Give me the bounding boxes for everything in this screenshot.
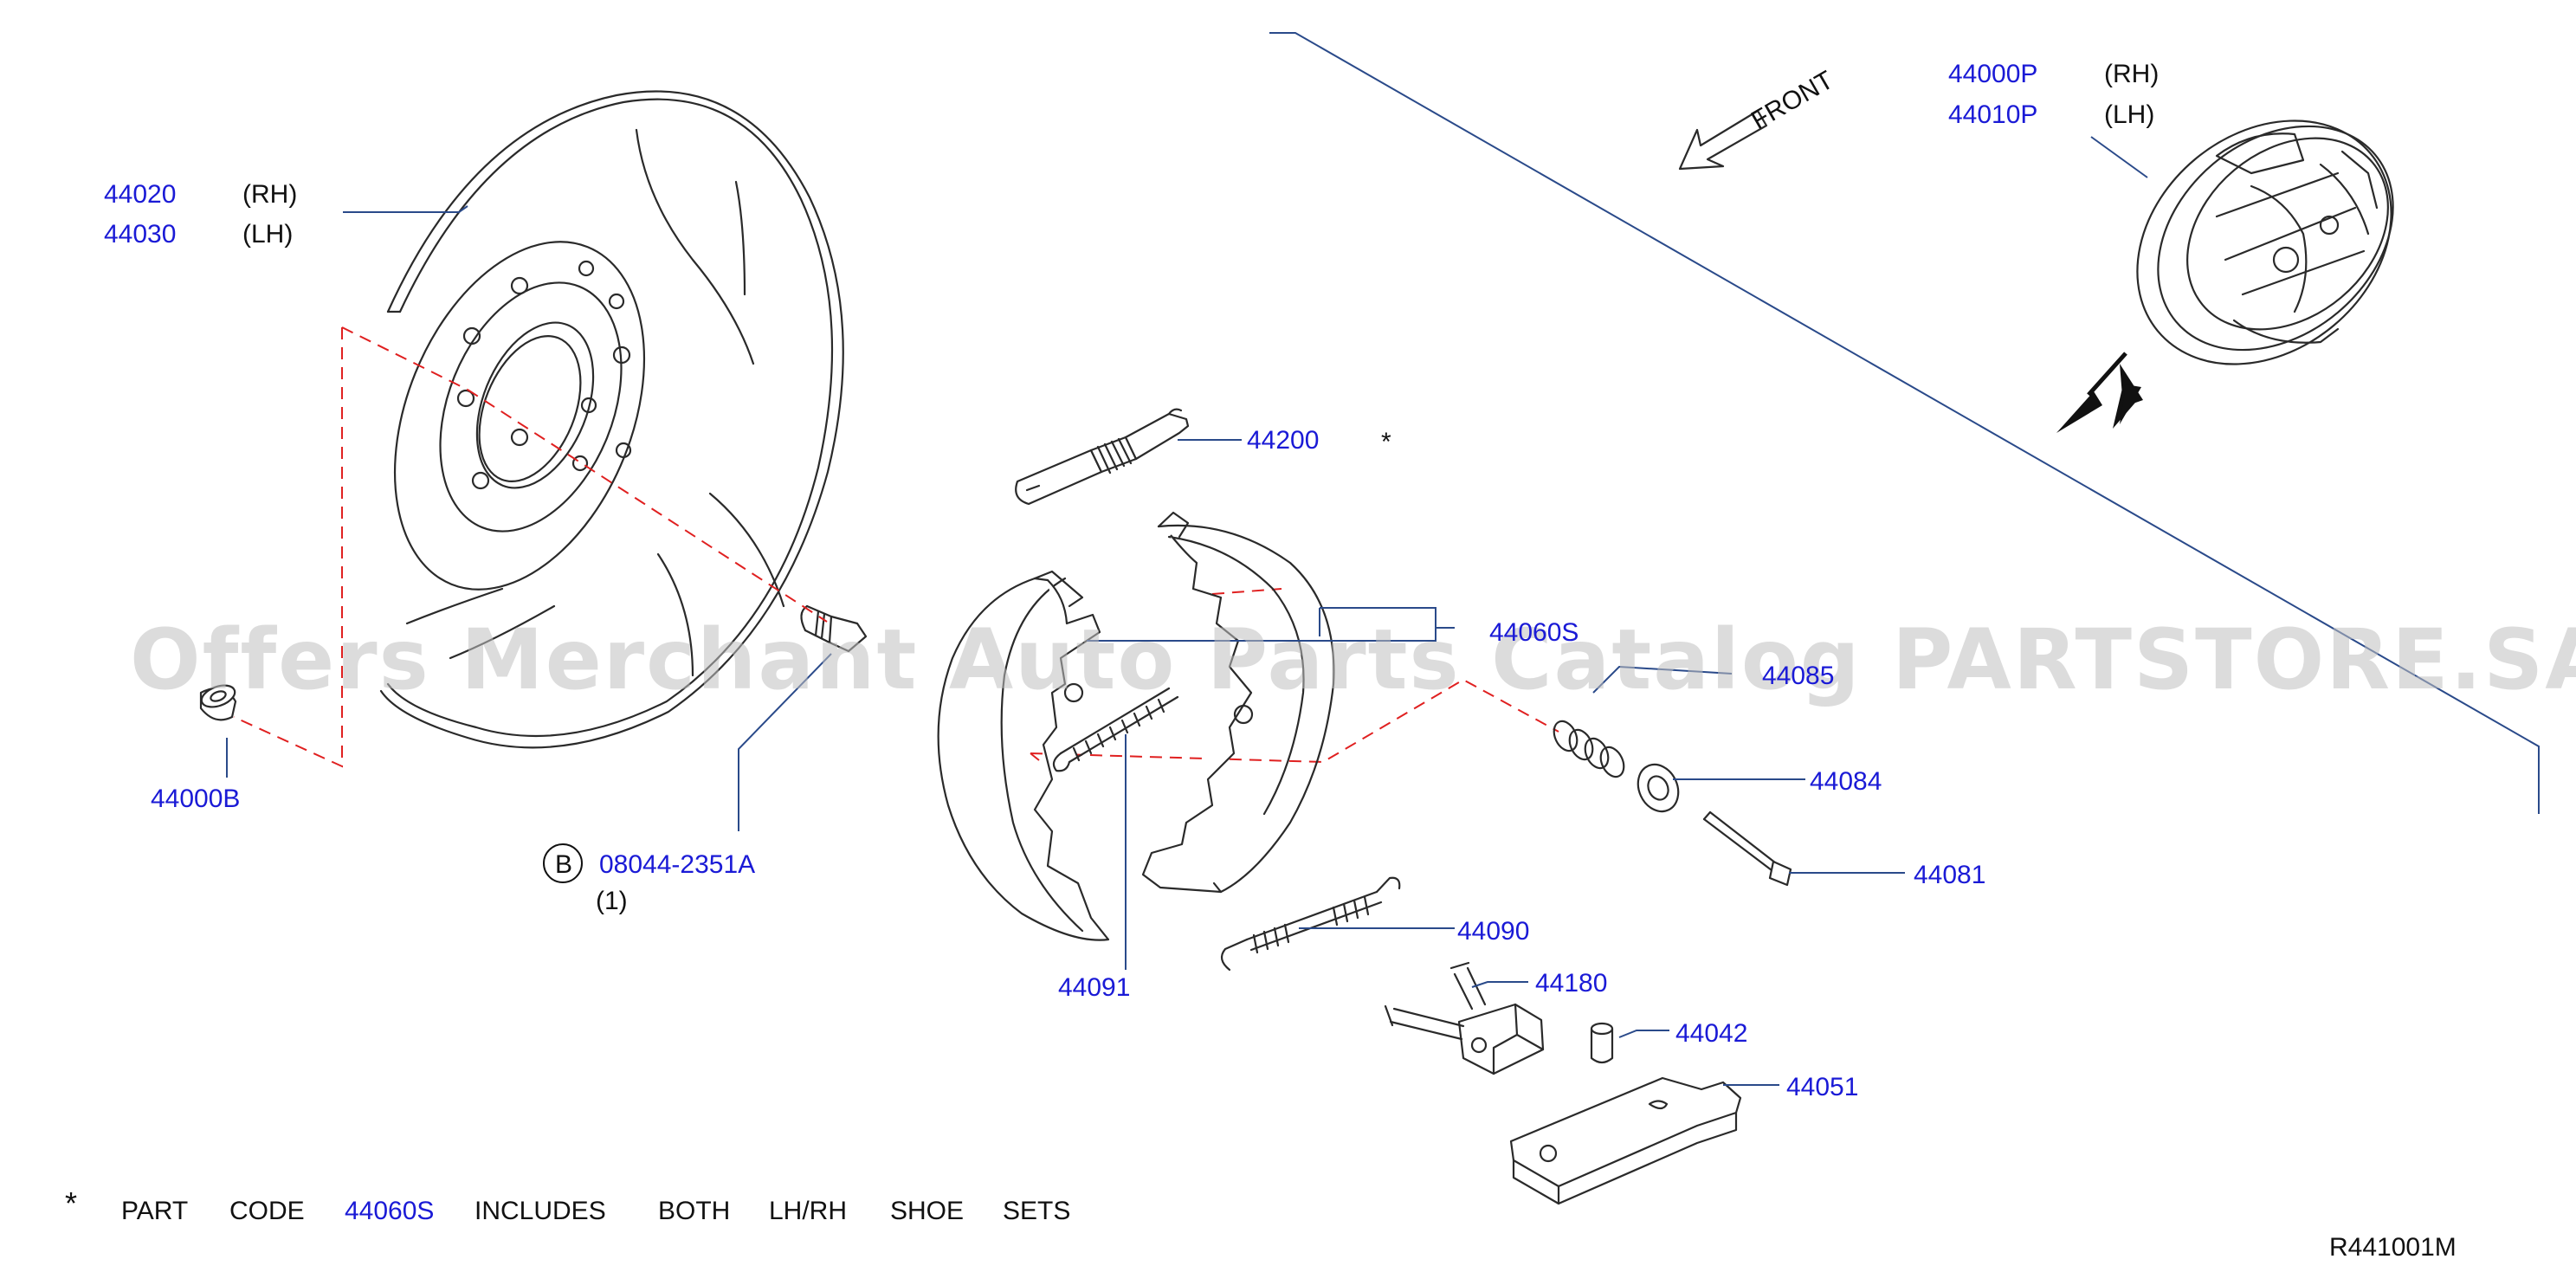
part-number-lever-assembly[interactable]: 44051 — [1786, 1073, 1858, 1101]
footnote-word-shoe: SHOE — [890, 1197, 964, 1225]
side-label-brake-assembly-rh: (RH) — [2104, 60, 2159, 88]
part-number-adjuster[interactable]: 44200 — [1247, 426, 1319, 455]
section-boundary-line — [1269, 32, 2540, 814]
adjuster-drawing — [1015, 408, 1190, 506]
part-number-stopper[interactable]: 44042 — [1675, 1019, 1747, 1048]
footnote-asterisk: * — [65, 1185, 77, 1221]
lower-spring-drawing — [1220, 876, 1401, 972]
part-number-brake-assembly-lh[interactable]: 44010P — [1948, 100, 2037, 129]
part-labels: 44020 (RH) 44030 (LH) 44000B B 08044-235… — [104, 60, 2159, 1101]
side-label-backing-plate-rh: (RH) — [242, 180, 297, 209]
bolt-category-letter: B — [555, 850, 572, 879]
stopper-drawing — [1590, 1022, 1614, 1064]
front-label: FRONT — [1746, 66, 1838, 135]
footnote-word-sides: LH/RH — [769, 1197, 847, 1225]
footnote-word-code: CODE — [229, 1197, 305, 1225]
brake-assembly-drawing — [2136, 119, 2394, 365]
toggle-lever-drawing — [1384, 961, 1545, 1075]
upper-spring-drawing — [1052, 687, 1179, 772]
part-number-bolt[interactable]: 08044-2351A — [599, 850, 755, 879]
part-number-plug[interactable]: 44000B — [151, 785, 240, 813]
footnote-word-part: PART — [121, 1197, 188, 1225]
bolt-drawing — [800, 604, 868, 653]
plug-drawing — [199, 684, 237, 721]
bolt-category-circle — [543, 843, 583, 883]
footnote-word-sets: SETS — [1003, 1197, 1070, 1225]
side-label-backing-plate-lh: (LH) — [242, 220, 293, 249]
part-number-toggle-lever[interactable]: 44180 — [1535, 969, 1607, 998]
backing-plate-drawing — [379, 90, 844, 749]
part-number-hold-down-pin[interactable]: 44081 — [1914, 861, 1985, 889]
lever-assembly-drawing — [1509, 1076, 1742, 1205]
footnote-word-both: BOTH — [658, 1197, 730, 1225]
assembly-direction-arrow — [2056, 352, 2143, 433]
retainer-cup-drawing — [1637, 763, 1680, 813]
leader-lines — [226, 136, 2148, 1086]
part-number-backing-plate-lh[interactable]: 44030 — [104, 220, 176, 249]
hold-down-pin-drawing — [1702, 810, 1792, 887]
footnote-word-includes: INCLUDES — [475, 1197, 606, 1225]
bolt-quantity: (1) — [596, 887, 628, 915]
front-direction-arrow — [1678, 109, 1768, 171]
watermark-text: Offers Merchant Auto Parts Catalog PARTS… — [130, 611, 2576, 708]
adjuster-note-asterisk: * — [1381, 428, 1391, 456]
assembly-center-lines — [233, 326, 1559, 768]
footnote: * PART CODE 44060S INCLUDES BOTH LH/RH S… — [65, 1185, 1070, 1225]
part-number-upper-spring[interactable]: 44091 — [1058, 973, 1130, 1002]
drawing-code: R441001M — [2329, 1233, 2457, 1262]
part-number-backing-plate-rh[interactable]: 44020 — [104, 180, 176, 209]
footnote-part-code[interactable]: 44060S — [345, 1197, 434, 1225]
part-number-lower-spring[interactable]: 44090 — [1457, 917, 1529, 946]
part-number-cup-spring[interactable]: 44085 — [1762, 662, 1834, 690]
part-number-shoe-set[interactable]: 44060S — [1489, 618, 1579, 647]
cup-spring-drawing — [1553, 720, 1625, 778]
side-label-brake-assembly-lh: (LH) — [2104, 100, 2154, 129]
part-number-brake-assembly-rh[interactable]: 44000P — [1948, 60, 2037, 88]
part-number-retainer-cup[interactable]: 44084 — [1810, 767, 1882, 796]
